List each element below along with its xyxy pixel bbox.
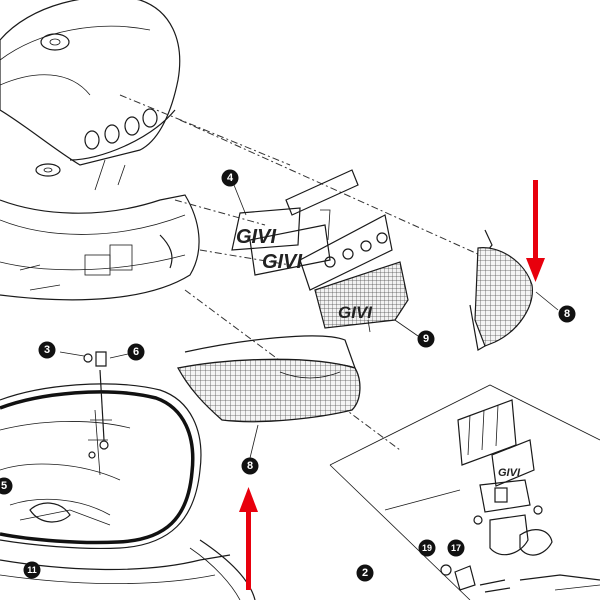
part-4-strip: GIVI GIVI (231, 169, 359, 276)
svg-text:4: 4 (227, 172, 234, 184)
callout-17: 17 (447, 539, 465, 557)
svg-text:11: 11 (27, 565, 37, 575)
svg-text:6: 6 (133, 346, 139, 358)
givi-logo-d: GIVI (498, 467, 521, 479)
part-8-large-reflector (177, 335, 361, 423)
callout-5: 5 (0, 477, 13, 495)
lock-assembly: GIVI (329, 384, 600, 600)
arrow-upper-right (526, 180, 545, 282)
callout-8-lower: 8 (241, 457, 259, 475)
callout-2: 2 (356, 564, 374, 582)
givi-logo-a: GIVI (236, 226, 276, 248)
svg-text:19: 19 (422, 543, 432, 553)
callout-19: 19 (418, 539, 436, 557)
givi-logo-b: GIVI (262, 251, 302, 273)
arrow-lower-center (239, 487, 258, 590)
svg-text:5: 5 (1, 480, 7, 492)
case-lid (0, 0, 200, 301)
case-base (0, 383, 256, 600)
svg-text:17: 17 (451, 543, 461, 553)
svg-text:9: 9 (423, 333, 429, 345)
leader-lines (119, 94, 559, 459)
givi-logo-c: GIVI (338, 303, 373, 322)
callout-9: 9 (417, 330, 435, 348)
svg-text:8: 8 (247, 460, 253, 472)
svg-text:3: 3 (44, 344, 50, 356)
svg-text:2: 2 (362, 567, 368, 579)
hardware-3-6 (59, 351, 129, 459)
callout-4: 4 (221, 169, 239, 187)
part-9-panel: GIVI (299, 214, 409, 333)
callout-6: 6 (127, 343, 145, 361)
part-8-side-reflector (469, 229, 533, 351)
svg-text:8: 8 (564, 308, 570, 320)
callout-3: 3 (38, 341, 56, 359)
callout-8-upper: 8 (558, 305, 576, 323)
callout-11: 11 (23, 561, 41, 579)
